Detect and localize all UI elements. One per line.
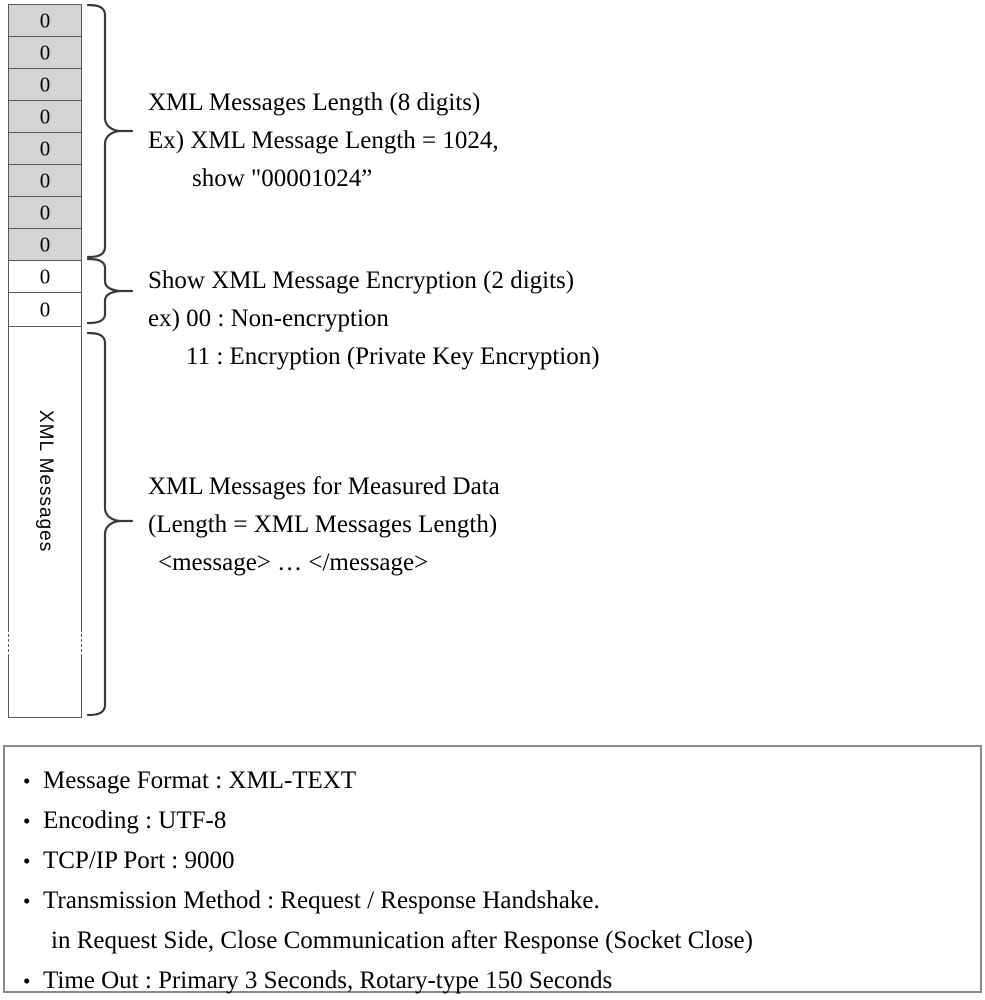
payload-break-dashes-left: [8, 629, 9, 657]
byte-value: 0: [39, 104, 51, 128]
payload-left-border: [8, 327, 9, 717]
note-item: TCP/IP Port : 9000: [21, 841, 974, 881]
annotation-line: Ex) XML Message Length = 1024,: [148, 127, 499, 154]
encryption-byte-cell: 0: [8, 292, 82, 326]
byte-value: 0: [39, 8, 51, 32]
byte-value: 0: [39, 136, 51, 160]
byte-value: 0: [39, 72, 51, 96]
annotation-line: Show XML Message Encryption (2 digits): [148, 267, 575, 294]
payload-right-border: [81, 327, 82, 717]
payload-break-gap-right: [79, 629, 82, 657]
annotation-line: XML Messages Length (8 digits): [148, 89, 481, 116]
annotation-line: <message> … </message>: [158, 549, 429, 576]
note-item: Encoding : UTF-8: [21, 801, 974, 841]
payload-break-dashes-right: [81, 629, 82, 657]
annotation-payload-field: XML Messages for Measured Data (Length =…: [148, 468, 500, 582]
length-byte-cell: 0: [8, 4, 82, 36]
byte-value: 0: [39, 168, 51, 192]
annotation-line: XML Messages for Measured Data: [148, 473, 500, 500]
payload-vertical-label-text: XML Messages: [35, 409, 56, 553]
annotation-length-field: XML Messages Length (8 digits) Ex) XML M…: [148, 84, 499, 198]
length-byte-cell: 0: [8, 132, 82, 164]
note-item: Message Format : XML-TEXT: [21, 761, 974, 801]
annotation-line: show "00001024”: [192, 165, 373, 192]
xml-messages-payload-cell: XML Messages: [8, 326, 82, 718]
length-byte-cell: 0: [8, 100, 82, 132]
payload-vertical-label: XML Messages: [8, 327, 82, 719]
payload-break-gap-left: [8, 629, 11, 657]
protocol-notes-box: Message Format : XML-TEXT Encoding : UTF…: [3, 745, 982, 1000]
protocol-notes-list: Message Format : XML-TEXT Encoding : UTF…: [21, 761, 974, 1000]
encryption-byte-cell: 0: [8, 260, 82, 292]
byte-value: 0: [39, 200, 51, 224]
byte-value: 0: [39, 264, 51, 288]
byte-value: 0: [39, 40, 51, 64]
note-item-continuation: in Request Side, Close Communication aft…: [51, 927, 753, 954]
note-item: Transmission Method : Request / Response…: [21, 881, 974, 921]
length-byte-cell: 0: [8, 36, 82, 68]
packet-structure-table: 0 0 0 0 0 0 0 0 0 0 XML Messages: [8, 4, 82, 718]
brace-payload-field: [86, 330, 134, 718]
length-byte-cell: 0: [8, 164, 82, 196]
length-byte-cell: 0: [8, 68, 82, 100]
byte-value: 0: [39, 232, 51, 256]
length-byte-cell: 0: [8, 228, 82, 260]
length-byte-cell: 0: [8, 196, 82, 228]
annotation-line: 11 : Encryption (Private Key Encryption): [186, 343, 600, 370]
annotation-line: ex) 00 : Non-encryption: [148, 305, 389, 332]
annotation-encryption-field: Show XML Message Encryption (2 digits) e…: [148, 262, 600, 376]
brace-length-field: [86, 2, 134, 260]
note-item: Time Out : Primary 3 Seconds, Rotary-typ…: [21, 961, 974, 1000]
brace-encryption-field: [86, 256, 134, 326]
byte-value: 0: [39, 297, 51, 321]
annotation-line: (Length = XML Messages Length): [148, 511, 498, 538]
